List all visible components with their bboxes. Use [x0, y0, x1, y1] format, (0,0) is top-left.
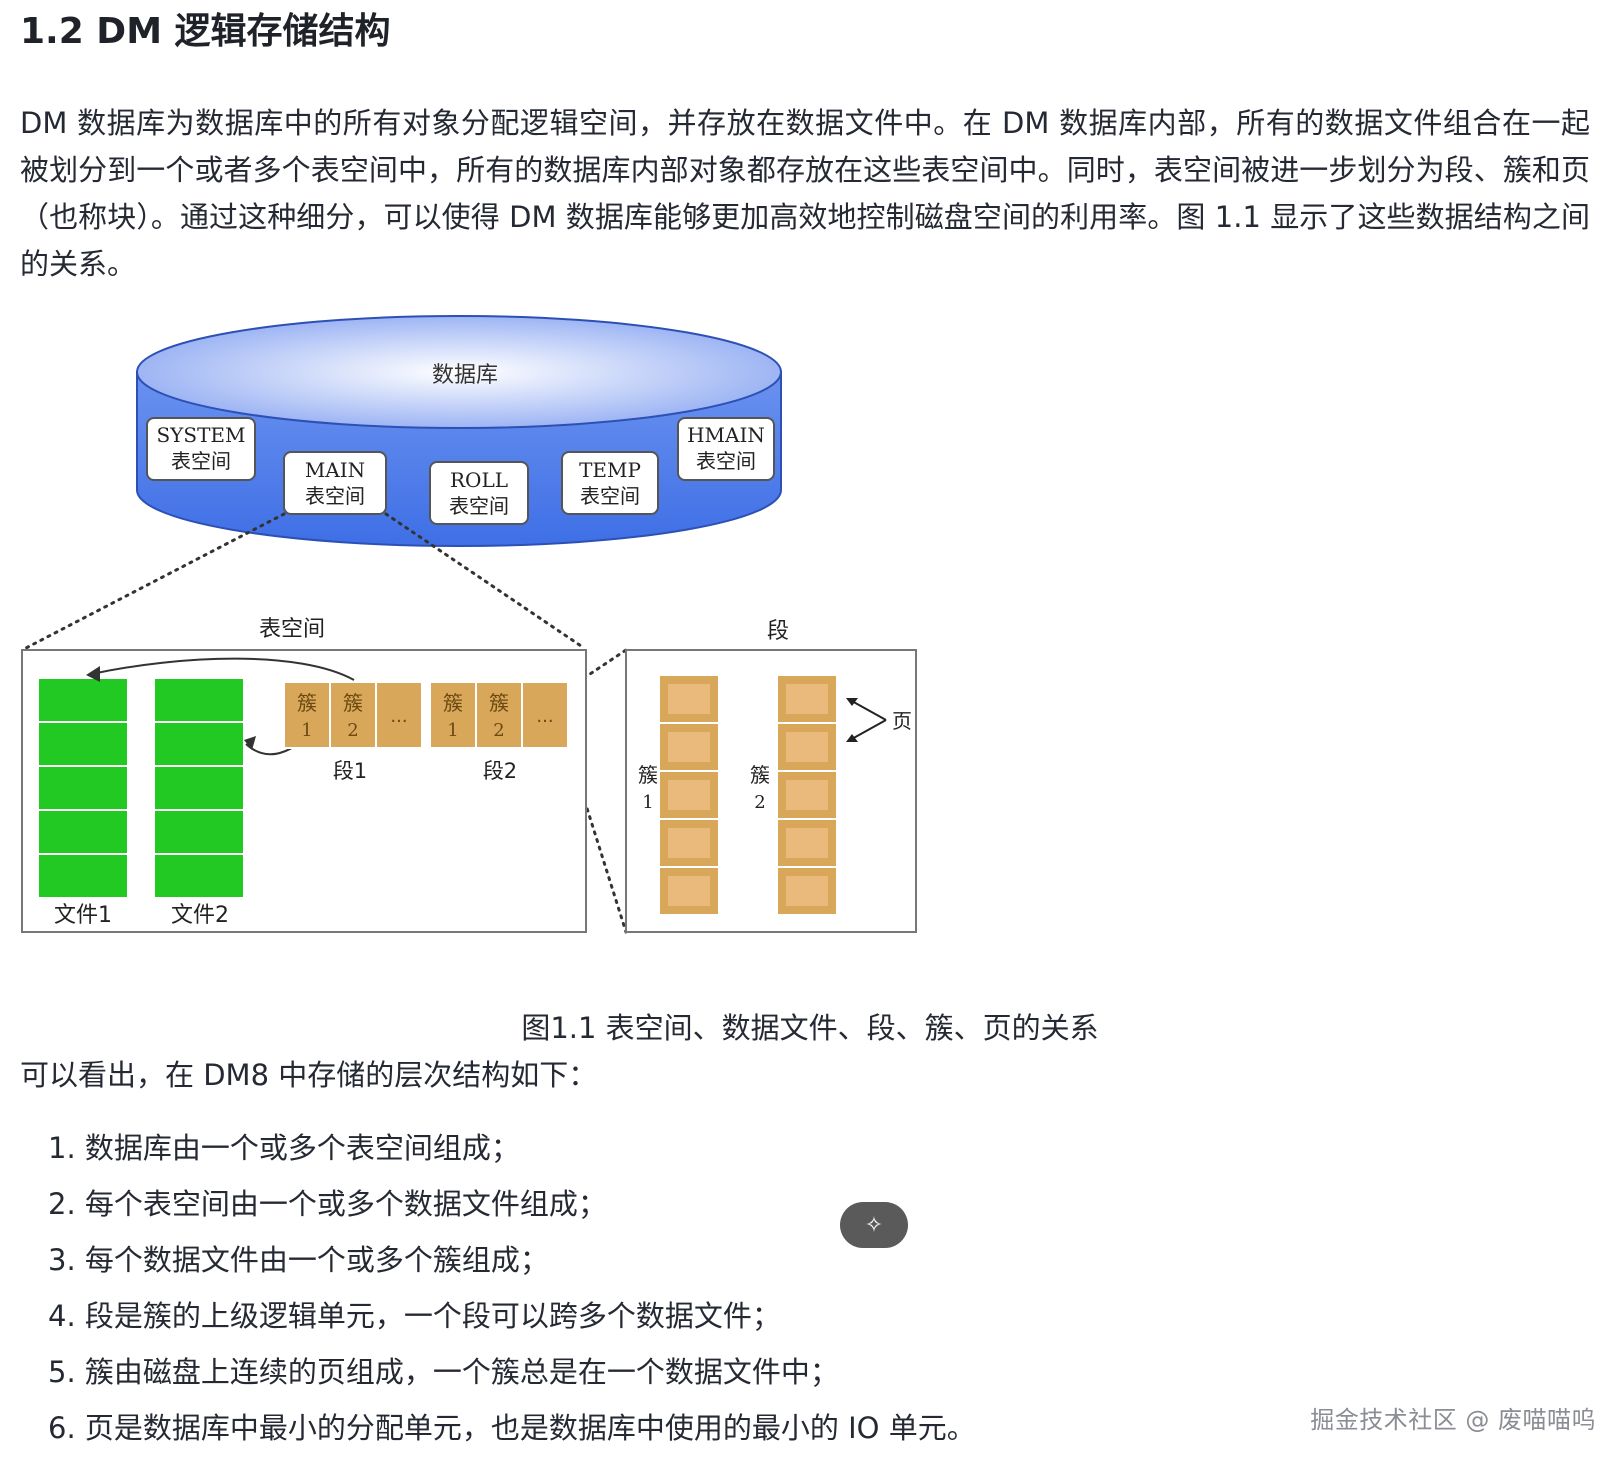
cluster2-num: 2: [754, 792, 765, 813]
tablespace-system: SYSTEM 表空间: [146, 417, 256, 481]
magic-wand-icon: ✧: [864, 1212, 884, 1238]
database-label: 数据库: [432, 363, 498, 388]
svg-text:表空间: 表空间: [171, 449, 231, 473]
segment-panel-label: 段: [767, 619, 789, 644]
svg-text:1: 1: [447, 720, 458, 741]
list-item: 3. 每个数据文件由一个或多个簇组成；: [48, 1243, 549, 1277]
list-item: 4. 段是簇的上级逻辑单元，一个段可以跨多个数据文件；: [48, 1299, 781, 1333]
svg-text:2: 2: [347, 720, 358, 741]
svg-text:表空间: 表空间: [580, 484, 640, 508]
list-item: 1. 数据库由一个或多个表空间组成；: [48, 1131, 520, 1165]
figure-drawing: 数据库 SYSTEM 表空间 MAIN 表空间 ROLL 表空间 TEMP: [21, 315, 917, 934]
storage-structure-figure: 数据库 SYSTEM 表空间 MAIN 表空间 ROLL 表空间 TEMP: [0, 300, 1620, 1248]
segment1-label: 段1: [333, 759, 367, 783]
svg-text:ROLL: ROLL: [450, 468, 508, 492]
file1-label: 文件1: [54, 903, 112, 928]
watermark: 掘金技术社区 @ 废喵喵呜: [1310, 1406, 1596, 1434]
svg-text:簇: 簇: [489, 691, 509, 715]
tablespace-panel-label: 表空间: [259, 617, 325, 642]
list-item: 5. 簇由磁盘上连续的页组成，一个簇总是在一个数据文件中；: [48, 1355, 839, 1389]
list-item: 6. 页是数据库中最小的分配单元，也是数据库中使用的最小的 IO 单元。: [48, 1411, 976, 1445]
svg-text:表空间: 表空间: [449, 494, 509, 518]
cluster1-num: 1: [642, 792, 653, 813]
svg-text:...: ...: [390, 706, 407, 727]
svg-text:...: ...: [536, 706, 553, 727]
svg-text:1: 1: [301, 720, 312, 741]
tablespace-hmain: HMAIN 表空间: [677, 417, 775, 481]
page-arrows: [849, 699, 887, 741]
svg-text:TEMP: TEMP: [579, 458, 641, 482]
hierarchy-intro: 可以看出，在 DM8 中存储的层次结构如下：: [20, 1058, 598, 1092]
intro-paragraph: DM 数据库为数据库中的所有对象分配逻辑空间，并存放在数据文件中。在 DM 数据…: [20, 106, 1590, 281]
segment2-label: 段2: [483, 759, 517, 783]
svg-text:MAIN: MAIN: [305, 458, 365, 482]
svg-text:簇: 簇: [343, 691, 363, 715]
hierarchy-list: 1. 数据库由一个或多个表空间组成； 2. 每个表空间由一个或多个数据文件组成；…: [48, 1128, 976, 1464]
data-file-2: [153, 677, 245, 899]
svg-text:SYSTEM: SYSTEM: [156, 423, 245, 447]
cluster2-char: 簇: [750, 763, 770, 787]
cluster-1-pages: [660, 676, 718, 914]
section-heading: 1.2 DM 逻辑存储结构: [20, 11, 391, 52]
image-edit-button[interactable]: ✧: [840, 1202, 908, 1248]
data-file-1: [37, 677, 129, 899]
list-item: 2. 每个表空间由一个或多个数据文件组成；: [48, 1187, 607, 1221]
svg-text:簇: 簇: [443, 691, 463, 715]
page-arrow-head-bottom: [846, 734, 858, 742]
page-arrow-head-top: [846, 698, 858, 706]
segment-2: 簇 1 簇 2 ...: [429, 681, 569, 749]
tablespace-temp: TEMP 表空间: [561, 451, 659, 515]
svg-text:簇: 簇: [297, 691, 317, 715]
cluster-2-pages: [778, 676, 836, 914]
figure-caption: 图1.1 表空间、数据文件、段、簇、页的关系: [521, 1011, 1099, 1045]
page-label: 页: [892, 709, 912, 733]
file2-label: 文件2: [171, 903, 229, 928]
svg-text:2: 2: [493, 720, 504, 741]
svg-text:表空间: 表空间: [696, 449, 756, 473]
arrow-head-file2: [244, 736, 256, 750]
arrow-head-left: [86, 666, 100, 682]
svg-text:表空间: 表空间: [305, 484, 365, 508]
tablespace-main: MAIN 表空间: [283, 451, 387, 515]
tablespace-roll: ROLL 表空间: [429, 461, 529, 525]
svg-text:HMAIN: HMAIN: [687, 423, 765, 447]
segment-1: 簇 1 簇 2 ...: [283, 681, 423, 749]
cluster1-char: 簇: [638, 763, 658, 787]
